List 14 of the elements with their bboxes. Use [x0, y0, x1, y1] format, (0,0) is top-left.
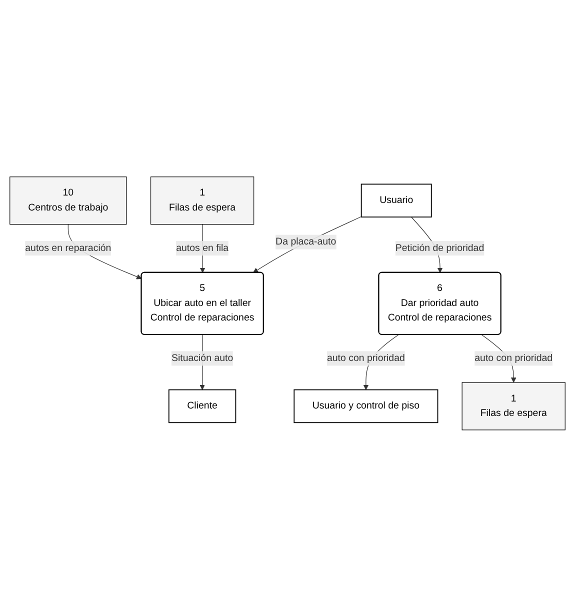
node-box: 10 Centros de trabajo [10, 176, 127, 225]
edge-label: Situación auto [171, 353, 234, 364]
node-box: 1 Filas de espera [150, 176, 254, 225]
node-box: Cliente [168, 389, 236, 424]
node-box: Usuario y control de piso [294, 389, 438, 424]
edge-label: Da placa-auto [276, 236, 336, 247]
arrow [252, 216, 362, 274]
edge-label: auto con prioridad [474, 353, 553, 364]
edge-label: autos en fila [176, 242, 229, 254]
edge-label: auto con prioridad [326, 353, 405, 364]
node-box: Usuario [360, 184, 432, 218]
edge-label: autos en reparación [25, 242, 112, 254]
edge-label: Petición de prioridad [395, 242, 484, 254]
node-box: 1 Filas de espera [462, 382, 566, 430]
